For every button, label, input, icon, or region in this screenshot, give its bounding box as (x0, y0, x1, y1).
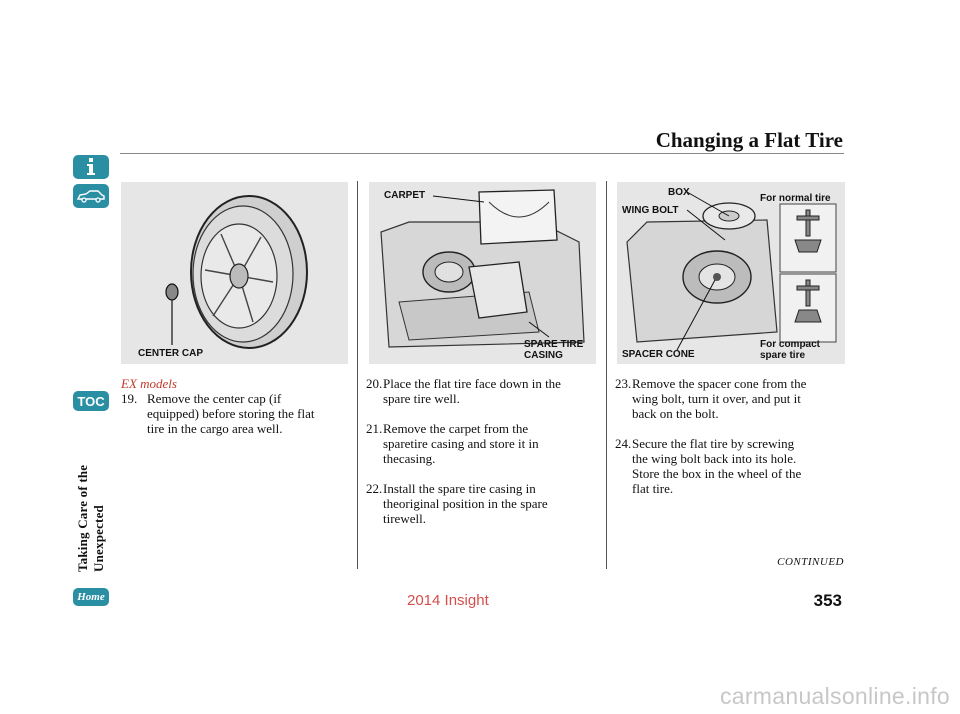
spare-tire-casing-label: SPARE TIRE CASING (524, 339, 584, 361)
step-text: Secure the flat tire by screwing the win… (632, 436, 802, 496)
ex-models-note: EX models (121, 376, 177, 391)
center-cap-label: CENTER CAP (138, 348, 204, 359)
for-normal-tire-label: For normal tire (760, 193, 831, 204)
page-number: 353 (813, 591, 842, 610)
step-number: 21. (366, 421, 383, 436)
site-watermark: carmanualsonline.info (719, 683, 950, 709)
continued-note: CONTINUED (777, 556, 844, 568)
section-label: Taking Care of the Unexpected (75, 464, 106, 572)
tire-illustration (165, 195, 308, 349)
watermark-title: 2014 Insight (407, 592, 489, 609)
step-number: 24. (615, 436, 632, 451)
figure-tire-center-cap: CENTER CAP (121, 182, 348, 364)
info-icon[interactable] (73, 155, 109, 179)
step-text: Remove the center cap (if equipped) befo… (147, 391, 315, 436)
step-number: 19. (121, 391, 138, 406)
title-divider (120, 153, 844, 154)
step-number: 23. (615, 376, 632, 391)
step-number: 20. (366, 376, 383, 391)
step-number: 22. (366, 481, 383, 496)
spacer-cone-label: SPACER CONE (622, 349, 695, 360)
column-divider (357, 181, 358, 569)
box-label: BOX (668, 187, 690, 198)
home-button[interactable]: Home (73, 588, 109, 606)
page-title: Changing a Flat Tire (655, 128, 843, 152)
step-text: Remove the carpet from the sparetire cas… (383, 421, 539, 466)
spare-well-illustration (626, 191, 837, 351)
car-glyph (76, 190, 105, 203)
for-compact-spare-label: For compact spare tire (760, 339, 821, 361)
step-text: Remove the spacer cone from the wing bol… (632, 376, 807, 421)
column-divider (606, 181, 607, 569)
cargo-illustration (380, 189, 585, 348)
figure-wing-bolt: BOX WING BOLT For normal tire SPACER CON… (617, 182, 845, 364)
step-text: Place the flat tire face down in the spa… (383, 376, 561, 406)
wing-bolt-label: WING BOLT (622, 205, 679, 216)
carpet-label: CARPET (384, 190, 426, 201)
car-icon[interactable] (73, 184, 109, 208)
figure-carpet-casing: CARPET SPARE TIRE CASING (369, 182, 596, 364)
info-glyph (87, 158, 95, 175)
step-text: Install the spare tire casing in theorig… (383, 481, 548, 526)
toc-button[interactable]: TOC (73, 391, 109, 411)
